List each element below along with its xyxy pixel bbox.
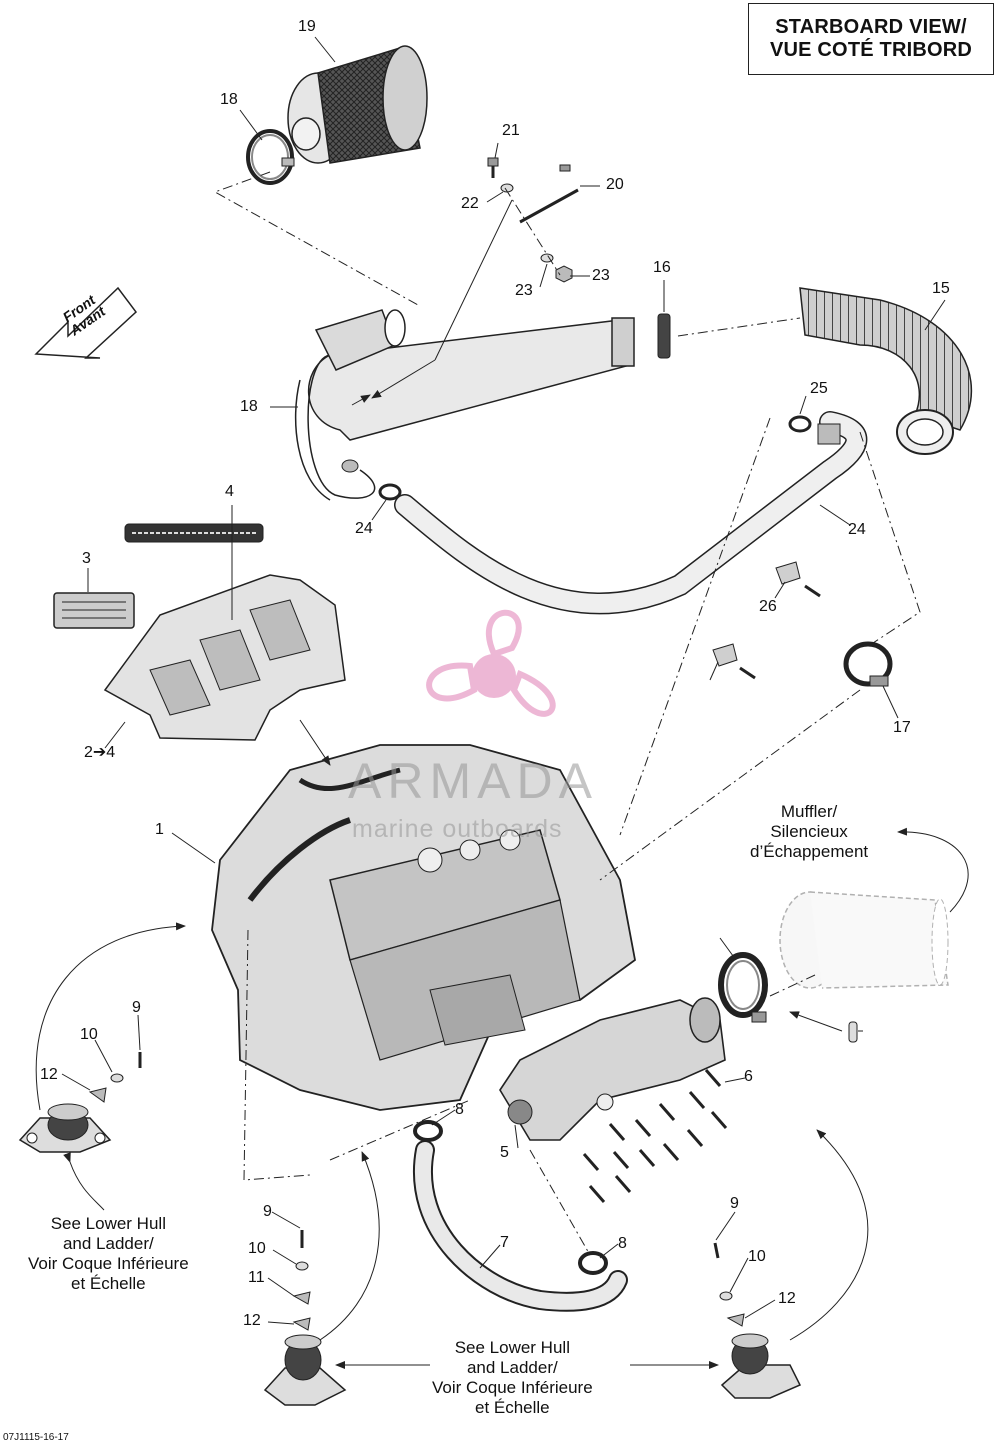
view-title-line1: STARBOARD VIEW/ xyxy=(775,16,967,38)
decal-3 xyxy=(53,592,135,629)
intake-coupler xyxy=(799,287,973,455)
callout-22: 24 xyxy=(848,521,866,538)
callout-23-left: 24 xyxy=(355,520,373,537)
engine-mount-center xyxy=(263,1334,347,1406)
note-lower-hull-bottom-line1: See Lower Hull xyxy=(454,1338,570,1357)
intake-tube xyxy=(294,309,635,501)
callout-8-upper: 8 xyxy=(455,1101,464,1118)
note-lower-hull-bottom-line4: et Échelle xyxy=(474,1398,550,1417)
callout-19: 21 xyxy=(502,122,520,139)
callout-15: 18 xyxy=(240,398,258,415)
callout-20-lower: 23 xyxy=(515,282,533,299)
note-lower-hull-bottom: See Lower Hull and Ladder/ Voir Coque In… xyxy=(432,1338,593,1418)
callout-12-right: 12 xyxy=(778,1290,796,1307)
engine-mount-left xyxy=(18,1103,112,1153)
callout-2-to-4: 2➔4 xyxy=(84,744,116,761)
view-title-line2: VUE COTÉ TRIBORD xyxy=(769,39,973,61)
callout-1: 1 xyxy=(155,821,164,838)
leader-lines xyxy=(61,36,946,1325)
clamp-8-lower xyxy=(578,1251,608,1275)
water-hose xyxy=(413,1140,628,1312)
clamp-23-left xyxy=(378,483,402,501)
bracket-hardware xyxy=(487,157,579,283)
note-lower-hull-left-line2: and Ladder/ xyxy=(62,1234,154,1253)
watermark-subtext: marine outboards xyxy=(352,815,563,843)
note-lower-hull-bottom-line3: Voir Coque Inférieure xyxy=(432,1378,593,1397)
callout-9-right: 9 xyxy=(730,1195,739,1212)
note-muffler-line1: Muffler/ xyxy=(780,802,838,821)
assembly-guide-lines xyxy=(213,171,921,1256)
note-muffler: Muffler/ Silencieux d’Échappement xyxy=(750,802,868,862)
v-band-clamp xyxy=(718,952,768,1023)
callout-10-right: 10 xyxy=(748,1248,766,1265)
note-lower-hull-left-line3: Voir Coque Inférieure xyxy=(28,1254,189,1273)
muffler-ghost xyxy=(779,891,949,989)
callout-5: 5 xyxy=(500,1144,509,1161)
clamp-8-upper xyxy=(413,1120,443,1142)
callout-10-left: 10 xyxy=(80,1026,98,1043)
callout-12-center: 12 xyxy=(243,1312,261,1329)
exhaust-manifold xyxy=(499,997,726,1141)
engine-mount-right xyxy=(720,1333,802,1399)
callout-12-left: 12 xyxy=(40,1066,58,1083)
callout-18: 20 xyxy=(606,176,624,193)
clamp-14-top xyxy=(657,313,671,359)
clamp-16 xyxy=(246,129,295,185)
callout-4: 4 xyxy=(225,483,234,500)
air-filter xyxy=(287,45,428,164)
callout-13: 15 xyxy=(932,280,950,297)
callout-9-left: 9 xyxy=(132,999,141,1016)
watermark-propeller-logo xyxy=(426,609,556,717)
watermark-text: ARMADA xyxy=(348,753,598,809)
decal-4 xyxy=(124,523,264,543)
note-lower-hull-left-line1: See Lower Hull xyxy=(50,1214,166,1233)
callout-20-upper: 22 xyxy=(461,195,479,212)
mount-hardware xyxy=(88,1052,745,1331)
callout-6: 6 xyxy=(744,1068,753,1085)
clip-24-lower xyxy=(712,643,756,680)
bolt-set-6 xyxy=(582,1069,728,1203)
callout-17: 19 xyxy=(298,18,316,35)
note-lower-hull-left-line4: et Échelle xyxy=(70,1274,146,1293)
callout-9-center: 9 xyxy=(263,1203,272,1220)
pin-26 xyxy=(848,1021,858,1043)
callout-11: 11 xyxy=(248,1269,265,1286)
callout-16: 18 xyxy=(220,91,238,108)
reference-arrows xyxy=(35,199,969,1369)
callout-8-lower: 8 xyxy=(618,1235,627,1252)
reference-code: 07J1115-16-17 xyxy=(3,1432,69,1443)
vent-hose xyxy=(394,411,868,615)
front-arrow-icon xyxy=(34,286,138,359)
callout-21: 23 xyxy=(592,267,610,284)
engine-block xyxy=(211,744,636,1111)
callout-3: 3 xyxy=(82,550,91,567)
view-title-box: STARBOARD VIEW/ VUE COTÉ TRIBORD xyxy=(748,3,994,75)
note-lower-hull-left: See Lower Hull and Ladder/ Voir Coque In… xyxy=(28,1214,189,1294)
engine-cover xyxy=(103,574,346,741)
note-lower-hull-bottom-line2: and Ladder/ xyxy=(466,1358,558,1377)
callout-24-upper: 26 xyxy=(759,598,777,615)
callout-14-right: 17 xyxy=(893,719,911,736)
note-muffler-line2: Silencieux xyxy=(770,822,848,841)
clamp-14-right xyxy=(843,641,893,687)
callout-7: 7 xyxy=(500,1234,509,1251)
callout-10-center: 10 xyxy=(248,1240,266,1257)
note-muffler-line3: d’Échappement xyxy=(750,842,869,861)
clamp-23-right xyxy=(788,415,812,433)
callout-14-top: 16 xyxy=(653,259,671,276)
clip-24-upper xyxy=(775,561,821,598)
callout-23-right: 25 xyxy=(810,380,828,397)
